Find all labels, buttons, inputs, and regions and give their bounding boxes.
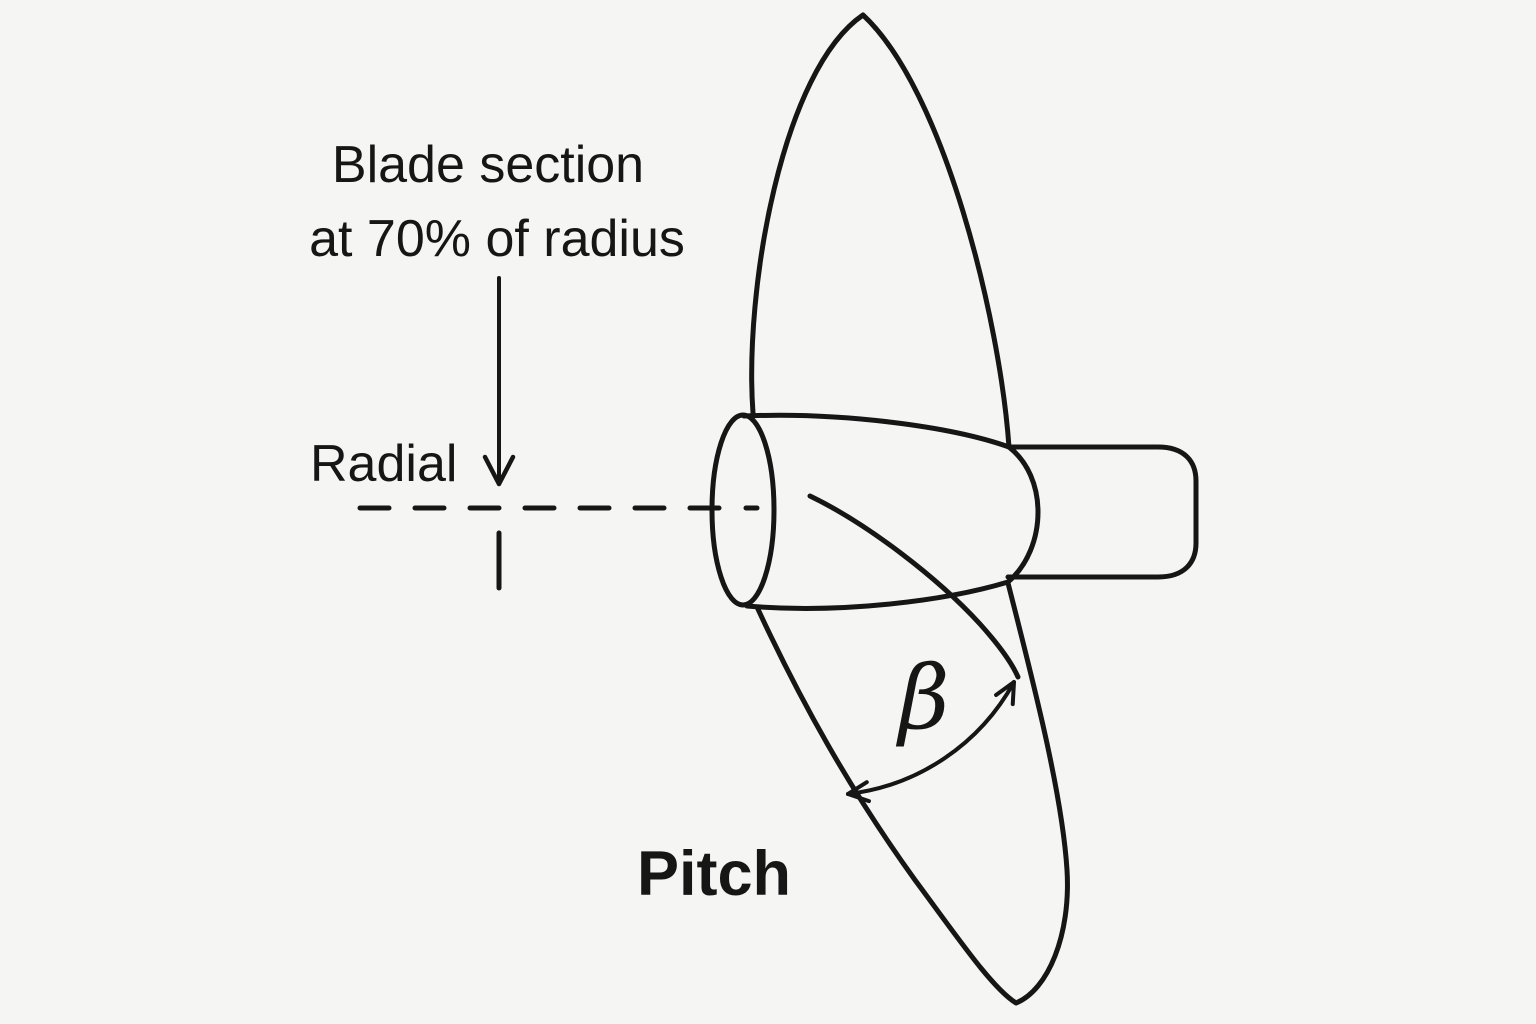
pitch-chord-line bbox=[807, 493, 1021, 680]
reference-lines bbox=[357, 276, 760, 591]
hub-right-edge bbox=[1005, 444, 1041, 585]
propeller-figure bbox=[709, 12, 1199, 1006]
hub-bottom-edge bbox=[744, 579, 1011, 611]
hub-top-edge bbox=[741, 412, 1012, 450]
pitch-label: Pitch bbox=[637, 839, 791, 909]
upper-blade-outline bbox=[749, 12, 1012, 450]
blade-section-label-line2: at 70% of radius bbox=[309, 210, 685, 268]
lower-blade-outline bbox=[754, 580, 1070, 1006]
propeller-shaft bbox=[1005, 444, 1199, 580]
radial-label: Radial bbox=[310, 435, 457, 493]
beta-symbol: β bbox=[896, 646, 950, 749]
blade-section-label-line1: Blade section bbox=[332, 136, 644, 194]
beta-angle-arc bbox=[846, 680, 1016, 804]
